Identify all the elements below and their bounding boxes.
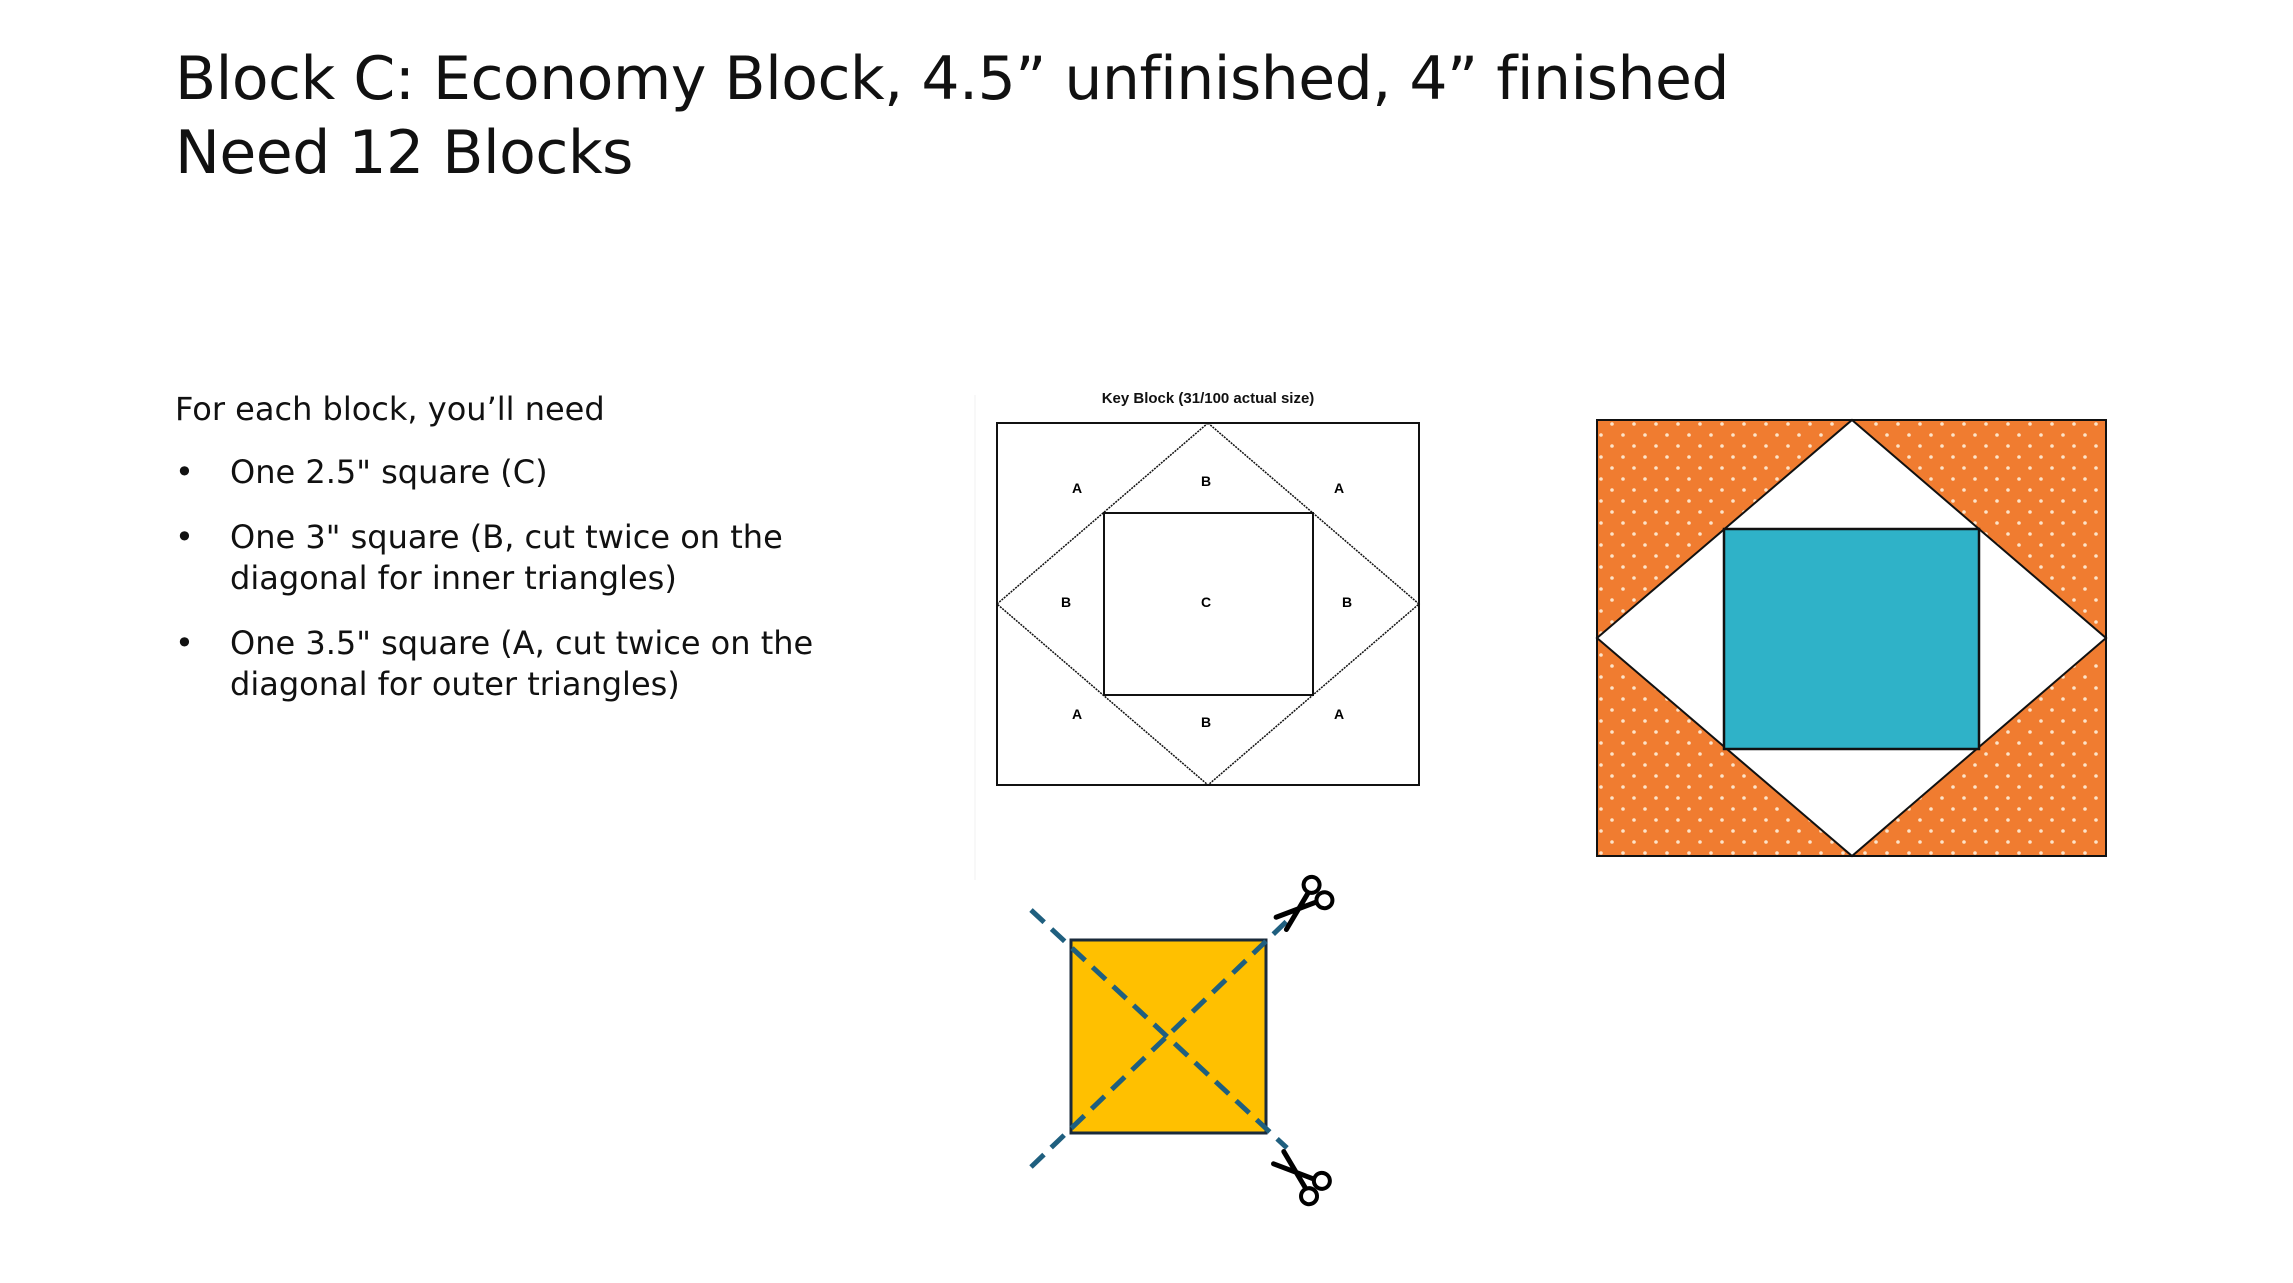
title-line-1: Block C: Economy Block, 4.5” unfinished,… (175, 44, 1729, 114)
label-b: B (1201, 473, 1211, 489)
list-item: One 2.5" square (C) (175, 452, 855, 493)
requirements-list: One 2.5" square (C) One 3" square (B, cu… (175, 452, 855, 729)
label-a: A (1072, 706, 1082, 722)
slide-title: Block C: Economy Block, 4.5” unfinished,… (175, 42, 1729, 190)
title-line-2: Need 12 Blocks (175, 118, 633, 188)
list-item: One 3" square (B, cut twice on the diago… (175, 517, 855, 599)
scissors-icon (1271, 1149, 1332, 1207)
label-b: B (1201, 714, 1211, 730)
label-a: A (1334, 706, 1344, 722)
intro-text: For each block, you’ll need (175, 390, 605, 428)
key-block-diagram: A A A A B B B B C (995, 422, 1421, 786)
label-b: B (1061, 594, 1071, 610)
cut-square-illustration (1029, 908, 1289, 1169)
key-block-title: Key Block (31/100 actual size) (1101, 390, 1315, 407)
label-a: A (1334, 480, 1344, 496)
label-b: B (1342, 594, 1352, 610)
list-item: One 3.5" square (A, cut twice on the dia… (175, 623, 855, 705)
colored-block-illustration (1595, 418, 2108, 858)
label-c: C (1201, 594, 1211, 610)
label-a: A (1072, 480, 1082, 496)
scissors-icon (1273, 874, 1335, 933)
